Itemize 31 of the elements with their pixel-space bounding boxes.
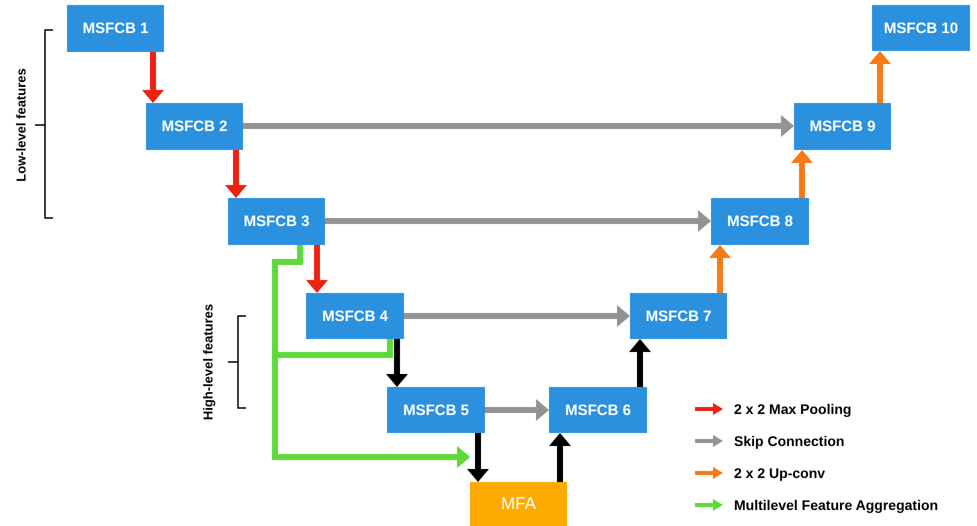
legend-text: 2 x 2 Max Pooling xyxy=(734,401,852,417)
block-box: MSFCB 3 xyxy=(228,198,325,245)
block-box: MSFCB 5 xyxy=(387,387,485,433)
side-label: Low-level features xyxy=(14,67,28,184)
side-label: High-level features xyxy=(200,302,216,422)
arrow xyxy=(386,339,408,387)
arrow xyxy=(404,305,630,327)
legend-text: 2 x 2 Up-conv xyxy=(734,465,826,481)
block-box: MSFCB 10 xyxy=(872,5,970,51)
arrow xyxy=(225,150,247,198)
arrow xyxy=(549,433,571,482)
arrow xyxy=(629,339,651,387)
block-box: MSFCB 1 xyxy=(67,5,164,52)
arrow xyxy=(791,150,813,198)
arrow xyxy=(306,245,328,293)
block-box: MFA xyxy=(470,482,567,526)
block-box: MSFCB 8 xyxy=(711,198,809,245)
block-box: MSFCB 7 xyxy=(630,293,727,339)
legend-text: Skip Connection xyxy=(734,433,844,449)
block-box: MSFCB 6 xyxy=(549,387,647,433)
block-box: MSFCB 4 xyxy=(306,293,404,339)
arrow xyxy=(709,245,731,293)
arrow xyxy=(243,115,794,137)
arrow xyxy=(142,52,164,103)
arrow xyxy=(485,399,549,421)
arrow xyxy=(869,51,891,103)
arrow xyxy=(467,433,489,482)
legend-text: Multilevel Feature Aggregation xyxy=(734,497,938,513)
block-box: MSFCB 9 xyxy=(794,103,891,150)
block-box: MSFCB 2 xyxy=(146,103,243,150)
arrow xyxy=(325,210,711,232)
